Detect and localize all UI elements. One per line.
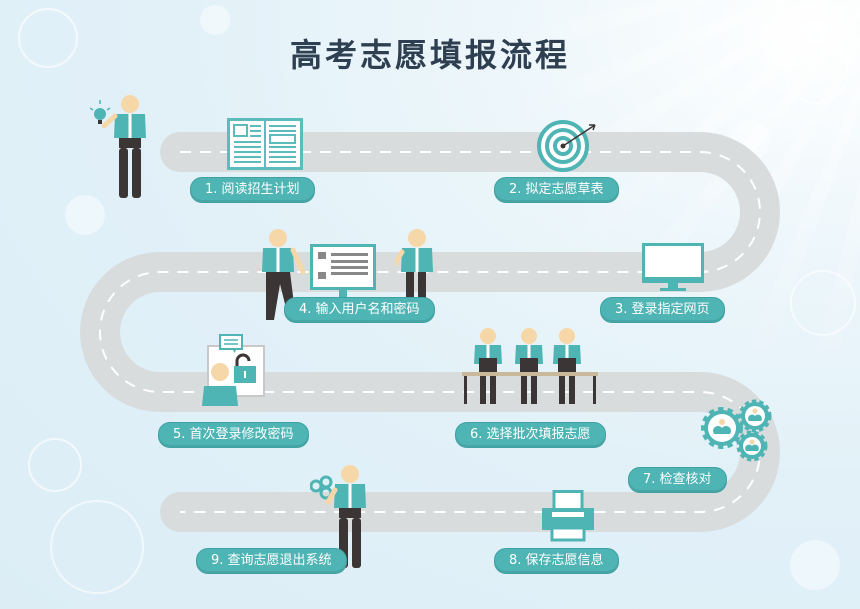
step-6-label: 6. 选择批次填报志愿 — [455, 422, 606, 448]
person-lightbulb-icon — [90, 95, 146, 198]
people-at-desk-icon — [462, 328, 598, 404]
step-3-label: 3. 登录指定网页 — [600, 297, 725, 323]
step-2-label: 2. 拟定志愿草表 — [494, 177, 619, 203]
step-7-label: 7. 检查核对 — [628, 467, 727, 493]
gears-team-icon — [701, 399, 772, 462]
person-presenting-icon — [395, 229, 433, 300]
login-form-monitor-icon — [310, 244, 376, 297]
page-title: 高考志愿填报流程 — [289, 36, 570, 74]
target-icon — [537, 120, 596, 172]
user-unlock-icon — [202, 334, 265, 406]
step-5-label: 5. 首次登录修改密码 — [158, 422, 309, 448]
monitor-icon — [642, 243, 704, 291]
newspaper-icon — [227, 118, 303, 170]
printer-icon — [542, 490, 594, 542]
step-8-label: 8. 保存志愿信息 — [494, 548, 619, 574]
step-4-label: 4. 输入用户名和密码 — [284, 297, 435, 323]
step-1-label: 1. 阅读招生计划 — [190, 177, 315, 203]
step-9-label: 9. 查询志愿退出系统 — [196, 548, 347, 574]
